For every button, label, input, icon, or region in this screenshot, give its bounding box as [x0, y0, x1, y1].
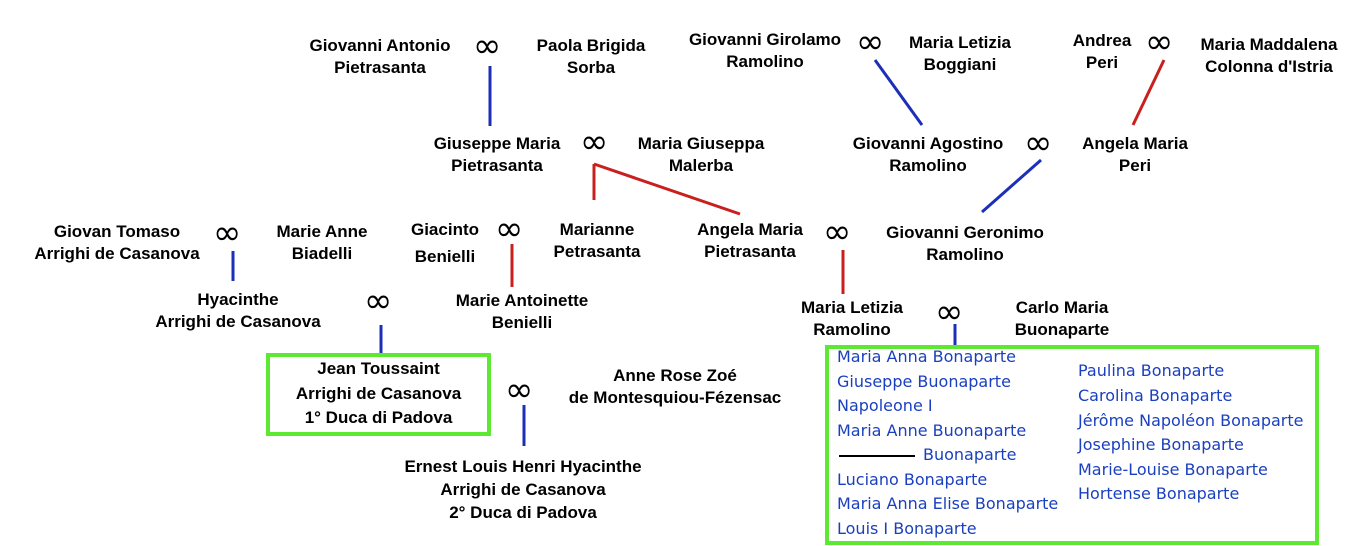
person-hyacinthe: Hyacinthe Arrighi de Casanova [155, 290, 321, 331]
person-giovan-tomaso: Giovan Tomaso Arrighi de Casanova [34, 222, 200, 263]
person-marie-antoinette: Marie Antoinette Benielli [455, 291, 589, 332]
line-girolamo-to-agostino [873, 59, 924, 126]
highlight-box-bonaparte-children [825, 345, 1319, 545]
child-maria-anna: Maria Anna Bonaparte [837, 347, 1017, 366]
person-andrea-peri: Andrea Peri [1072, 31, 1132, 72]
marriage-icon: ∞ [364, 281, 393, 321]
marriage-icon: ∞ [473, 26, 502, 66]
person-paola-brigida: Paola Brigida Sorba [536, 36, 646, 77]
marriage-icon: ∞ [856, 22, 885, 62]
person-giovanni-agostino: Giovanni Agostino Ramolino [852, 134, 1004, 175]
person-carlo-maria: Carlo Maria Buonaparte [1014, 298, 1110, 339]
child-carolina: Carolina Bonaparte [1078, 386, 1233, 405]
child-napoleone: Napoleone I [837, 396, 933, 415]
marriage-icon: ∞ [823, 212, 852, 252]
marriage-icon: ∞ [1024, 123, 1053, 163]
line-peri-to-angela-peri [1131, 59, 1166, 126]
line-giuseppe-to-angela-maria [593, 162, 741, 216]
child-giuseppe: Giuseppe Buonaparte [837, 372, 1011, 391]
highlight-box-jean-toussaint [266, 353, 491, 436]
child-maria-anna-elise: Maria Anna Elise Bonaparte [837, 494, 1059, 513]
child-louis: Louis I Bonaparte [837, 519, 977, 538]
person-giuseppe-maria: Giuseppe Maria Pietrasanta [433, 134, 561, 175]
marriage-icon: ∞ [935, 292, 964, 332]
child-jerome: Jérôme Napoléon Bonaparte [1078, 411, 1304, 430]
person-maria-letizia-ramolino: Maria Letizia Ramolino [800, 298, 904, 339]
person-maria-letizia-boggiani: Maria Letizia Boggiani [908, 33, 1012, 74]
child-marie-louise: Marie-Louise Bonaparte [1078, 460, 1268, 479]
person-giovanni-antonio: Giovanni Antonio Pietrasanta [309, 36, 451, 77]
marriage-icon: ∞ [213, 213, 242, 253]
marriage-icon: ∞ [505, 370, 534, 410]
person-giovanni-girolamo: Giovanni Girolamo Ramolino [688, 30, 842, 71]
person-maria-giuseppa: Maria Giuseppa Malerba [637, 134, 765, 175]
person-maria-maddalena: Maria Maddalena Colonna d'Istria [1200, 35, 1338, 76]
child-josephine: Josephine Bonaparte [1078, 435, 1244, 454]
person-marianne: Marianne Petrasanta [553, 220, 641, 261]
child-unnamed-buonaparte: Buonaparte [839, 445, 1017, 465]
child-luciano: Luciano Bonaparte [837, 470, 988, 489]
marriage-icon: ∞ [495, 209, 524, 249]
child-paulina: Paulina Bonaparte [1078, 361, 1225, 380]
person-giovanni-geronimo: Giovanni Geronimo Ramolino [886, 223, 1044, 264]
child-maria-anne: Maria Anne Buonaparte [837, 421, 1027, 440]
person-anne-rose: Anne Rose Zoé de Montesquiou-Fézensac [568, 366, 782, 407]
person-giacinto: Giacinto Benielli [410, 220, 479, 266]
marriage-icon: ∞ [1145, 22, 1174, 62]
person-angela-maria-pietrasanta: Angela Maria Pietrasanta [697, 220, 803, 261]
marriage-icon: ∞ [580, 122, 609, 162]
person-jean-toussaint: Jean Toussaint Arrighi de Casanova 1° Du… [295, 359, 462, 427]
line-agostino-to-geronimo [981, 158, 1042, 214]
person-marie-anne: Marie Anne Biadelli [276, 222, 368, 263]
person-angela-maria-peri: Angela Maria Peri [1082, 134, 1188, 175]
person-ernest: Ernest Louis Henri Hyacinthe Arrighi de … [404, 457, 642, 522]
child-hortense: Hortense Bonaparte [1078, 484, 1240, 503]
unnamed-dash [839, 454, 915, 457]
